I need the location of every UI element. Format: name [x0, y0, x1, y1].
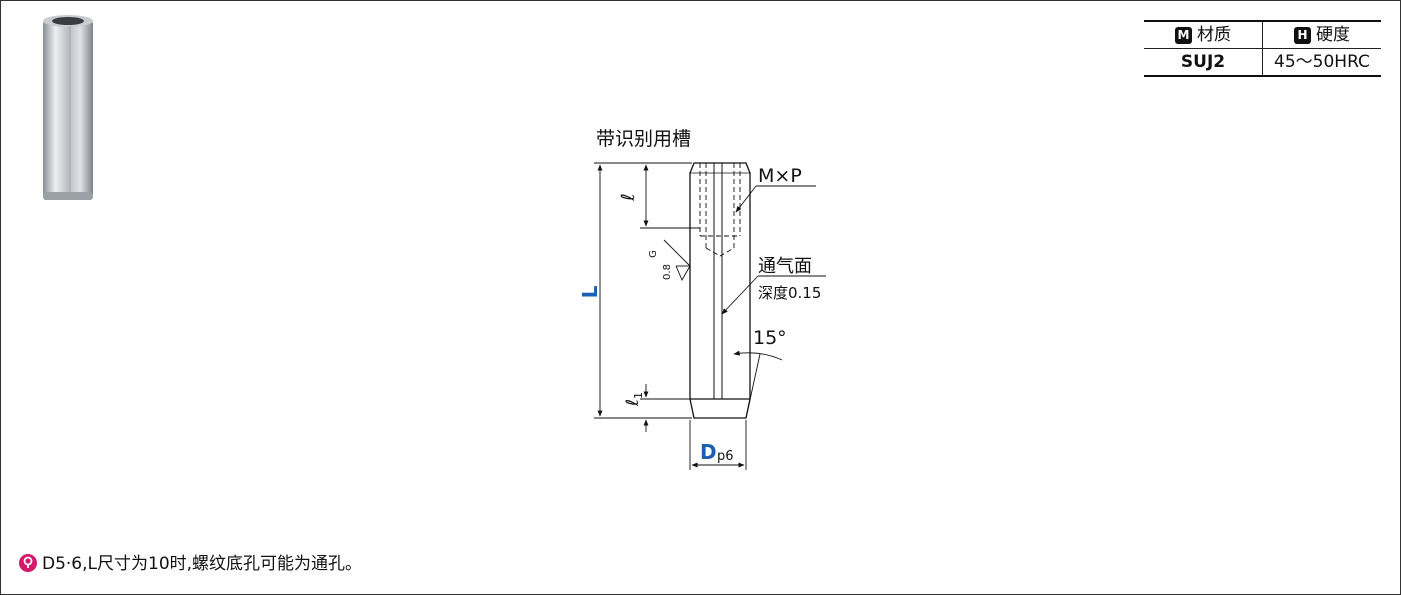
hardness-header: 硬度	[1316, 25, 1350, 45]
vent-leader	[721, 275, 826, 315]
material-value: SUJ2	[1144, 48, 1263, 77]
angle-dimension	[733, 350, 783, 419]
hardness-value: 45～50HRC	[1262, 48, 1381, 77]
hardness-badge-icon: H	[1294, 27, 1311, 44]
footnote: D5·6,L尺寸为10时,螺纹底孔可能为通孔。	[18, 552, 362, 576]
chamfer-length-dimension	[640, 384, 690, 432]
material-header: 材质	[1197, 25, 1231, 45]
spec-table: M 材质 H 硬度 SUJ2 45～50HRC	[1144, 20, 1381, 77]
length-dimension	[594, 162, 692, 419]
finish-value: 0.8	[662, 264, 673, 280]
spec-table-header-row: M 材质 H 硬度	[1144, 20, 1381, 49]
note-icon	[19, 554, 37, 572]
drawing-title: 带识别用槽	[596, 128, 691, 150]
spec-table-value-row: SUJ2 45～50HRC	[1144, 48, 1381, 77]
thread-label: M×P	[758, 165, 802, 187]
angle-label: 15°	[753, 327, 787, 349]
pin-drawing: 带识别用槽 L ℓ ℓ1	[578, 128, 826, 470]
chamfer-length-label-group: ℓ1	[623, 392, 645, 407]
surface-finish-icon	[663, 239, 691, 282]
hardness-header-cell: H 硬度	[1262, 20, 1381, 49]
product-photo	[43, 15, 93, 200]
thread-length-dimension	[640, 164, 700, 229]
length-label: L	[578, 285, 602, 298]
finish-grade: G	[648, 250, 659, 258]
material-header-cell: M 材质	[1144, 20, 1263, 49]
diameter-tolerance: p6	[717, 449, 734, 464]
thread-length-label: ℓ	[618, 193, 639, 201]
material-badge-icon: M	[1175, 27, 1192, 44]
thread-leader	[735, 185, 816, 213]
diameter-label: D	[700, 440, 717, 464]
pin-body	[689, 162, 751, 419]
vent-label: 通气面	[758, 256, 812, 277]
vent-depth: 深度0.15	[758, 284, 821, 302]
diameter-dimension	[689, 420, 747, 470]
footnote-text: D5·6,L尺寸为10时,螺纹底孔可能为通孔。	[42, 554, 363, 574]
chamfer-length-label: ℓ1	[623, 392, 645, 407]
